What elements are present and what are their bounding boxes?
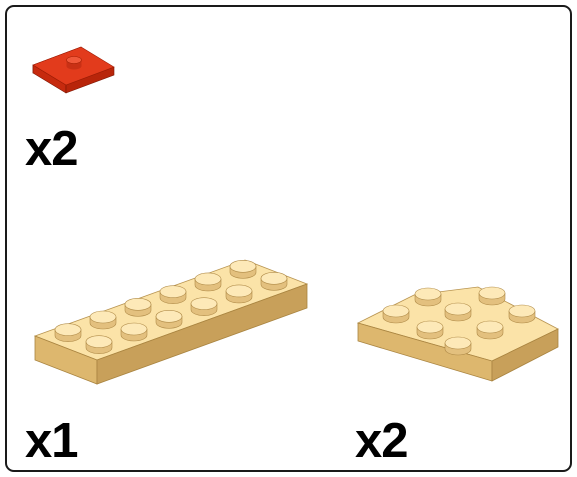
stud [444, 302, 472, 322]
stud [89, 310, 117, 330]
quantity-label-tan-wedge: x2 [355, 414, 409, 468]
tan-plate-2x6 [33, 259, 309, 385]
red-jumper-plate-1x2 [32, 46, 115, 94]
stud [414, 287, 442, 307]
stud [155, 310, 183, 329]
stud [229, 260, 257, 279]
stud [194, 272, 222, 292]
stud [260, 272, 288, 291]
stud [416, 320, 444, 340]
stud [478, 286, 506, 306]
stud [382, 304, 410, 324]
stud [190, 297, 218, 316]
stud [124, 298, 152, 317]
quantity-label-red-plate: x2 [25, 122, 79, 176]
stud [54, 323, 82, 342]
stud [159, 285, 187, 304]
stud [444, 336, 472, 356]
stud [225, 284, 253, 304]
tan-wedge-plate-3x3 [356, 286, 559, 382]
stud [476, 320, 504, 340]
stud [85, 335, 113, 354]
quantity-label-tan-plate: x1 [25, 414, 79, 468]
stud [508, 304, 536, 324]
stud [120, 322, 148, 342]
parts-list-panel: x2 x1 x2 [5, 5, 572, 472]
